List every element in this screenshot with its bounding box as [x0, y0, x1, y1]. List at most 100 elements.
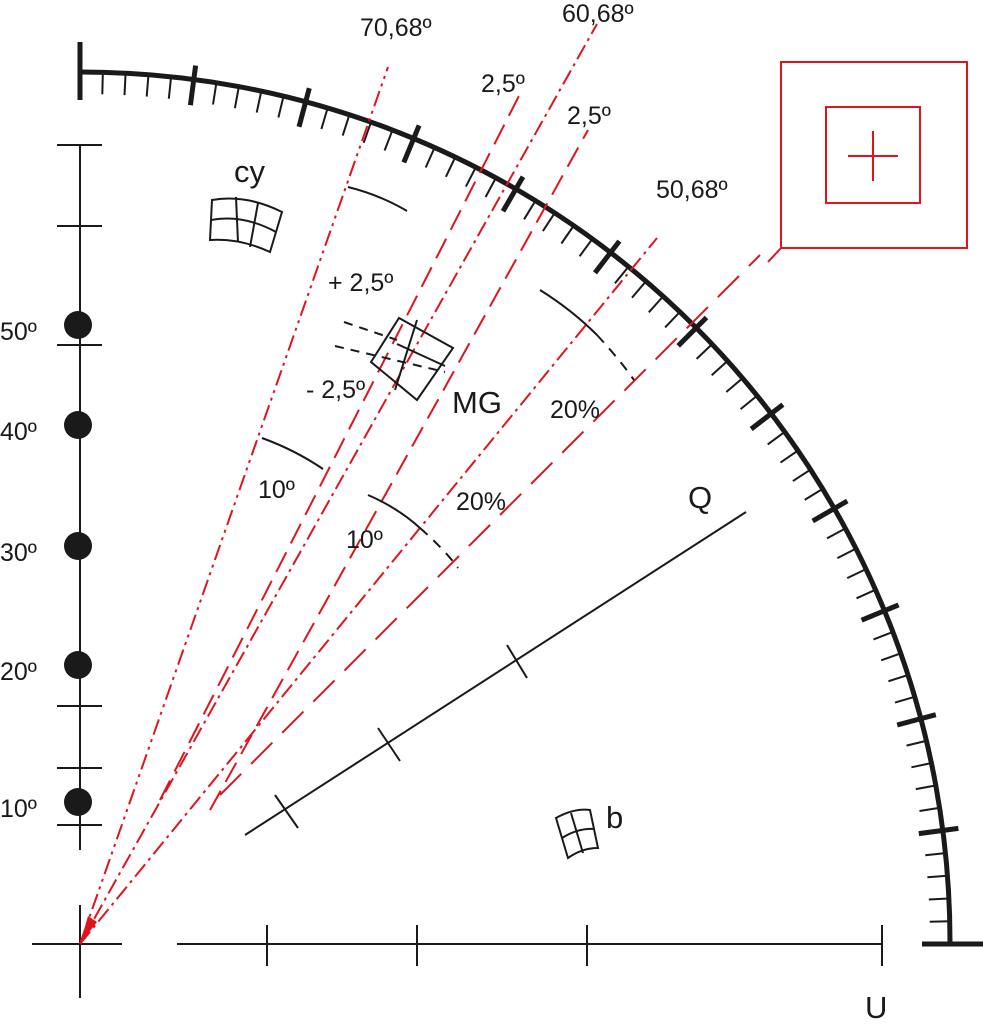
mg-label: MG [452, 385, 502, 420]
arc-minor-tick [826, 528, 846, 540]
arc-minor-tick [277, 97, 285, 118]
arc-minor-tick [888, 674, 908, 683]
scale-marker-label: 30º [0, 539, 37, 567]
arc-minor-tick [846, 568, 866, 580]
scale-marker-dot [64, 651, 92, 679]
arc-minor-tick [836, 548, 856, 559]
arc-minor-tick [695, 344, 712, 360]
arc-label-20-outer: 20% [550, 396, 600, 424]
offset-line-60-68 [209, 129, 589, 811]
arc-minor-tick [664, 312, 680, 329]
arc-minor-tick [894, 695, 915, 704]
arc-minor-tick [233, 88, 240, 109]
arc-minor-tick [123, 75, 127, 96]
scale-marker-label: 10º [0, 795, 37, 823]
arc-minor-tick [523, 201, 536, 220]
scale-marker-dot [64, 788, 92, 816]
arc-minor-tick [560, 226, 574, 245]
scale-marker-label: 50º [0, 318, 37, 346]
arc-minor-tick [927, 874, 948, 879]
q-line [244, 511, 747, 836]
arc-minor-tick [856, 589, 876, 600]
scale-marker-dot [64, 311, 92, 339]
curved-grid-icon [554, 808, 600, 860]
arc-major-tick [749, 402, 785, 431]
crosshair-icon [767, 61, 968, 263]
mg-tolerance-box [334, 316, 455, 402]
arc-minor-tick [767, 431, 785, 446]
arc-minor-tick [542, 213, 555, 232]
arc-minor-tick [929, 920, 950, 923]
scale-marker-dot [64, 411, 92, 439]
cy-label: cy [234, 154, 266, 189]
arc-minor-tick [911, 762, 932, 769]
arc-major-tick [593, 239, 622, 275]
arc-major-tick [676, 315, 709, 348]
arc-minor-tick [919, 806, 940, 812]
scale-marker-dot [64, 532, 92, 560]
middle-arc-dash [419, 527, 459, 569]
arc-major-tick [296, 87, 312, 128]
offset-label-70-68: 2,5º [481, 70, 525, 98]
angle-line-70-68 [79, 66, 389, 945]
q-line-tick [506, 644, 528, 679]
arc-minor-tick [465, 168, 476, 188]
arc-minor-tick [792, 469, 811, 482]
arc-major-tick [500, 175, 526, 213]
outer-arc-segment [539, 289, 598, 336]
inner-arc-lower [261, 437, 324, 470]
arc-major-tick [918, 825, 959, 837]
offset-line-70-68 [159, 89, 523, 801]
b-label: b [606, 800, 623, 835]
arc-minor-tick [779, 450, 798, 464]
angle-line-60-68 [79, 23, 598, 945]
arc-minor-tick [362, 123, 372, 144]
arc-minor-tick [614, 267, 629, 285]
arc-minor-tick [928, 897, 949, 901]
arc-major-tick [811, 498, 849, 524]
angle-label-70-68: 70,68º [360, 14, 432, 42]
arc-minor-tick [711, 361, 728, 376]
angle-label-60-68: 60,68º [562, 0, 634, 28]
q-line-label: Q [688, 480, 712, 515]
arc-minor-tick [101, 74, 104, 95]
arc-minor-tick [341, 116, 350, 136]
arc-minor-tick [484, 178, 496, 198]
tolerance-plus-label: + 2,5º [328, 269, 393, 297]
arc-minor-tick [320, 109, 329, 130]
arc-label-10-inner: 10º [258, 476, 295, 504]
scale-marker-label: 20º [0, 658, 37, 686]
arc-minor-tick [880, 652, 901, 662]
middle-arc [367, 494, 421, 529]
arc-minor-tick [255, 92, 262, 113]
tolerance-minus-label: - 2,5º [306, 376, 365, 404]
arc-minor-tick [725, 378, 743, 393]
u-axis-label: U [865, 990, 887, 1024]
arc-minor-tick [873, 631, 893, 641]
arc-minor-tick [925, 852, 946, 857]
arc-minor-tick [631, 281, 646, 299]
outer-arc-segment-dash [596, 334, 635, 381]
scale-marker-label: 40º [0, 418, 37, 446]
arc-major-tick [401, 124, 422, 164]
origin-arrowhead [80, 916, 97, 944]
arc-ticks [101, 65, 959, 923]
arc-label-10-middle: 10º [346, 526, 383, 554]
arc-major-tick [187, 65, 199, 106]
arc-label-20-middle: 20% [456, 488, 506, 516]
offset-label-60-68: 2,5º [567, 102, 611, 130]
arc-minor-tick [424, 148, 435, 168]
arc-minor-tick [145, 76, 150, 97]
arc-minor-tick [739, 395, 757, 410]
arc-major-tick [896, 712, 937, 728]
arc-minor-tick [578, 239, 593, 257]
arc-minor-tick [383, 131, 393, 151]
arc-minor-tick [915, 784, 936, 791]
outer-arc [79, 69, 953, 945]
arc-minor-tick [444, 158, 456, 178]
arc-minor-tick [804, 488, 823, 501]
offset-line-50-68 [219, 254, 761, 796]
arc-minor-tick [648, 296, 663, 313]
arc-minor-tick [167, 78, 172, 99]
